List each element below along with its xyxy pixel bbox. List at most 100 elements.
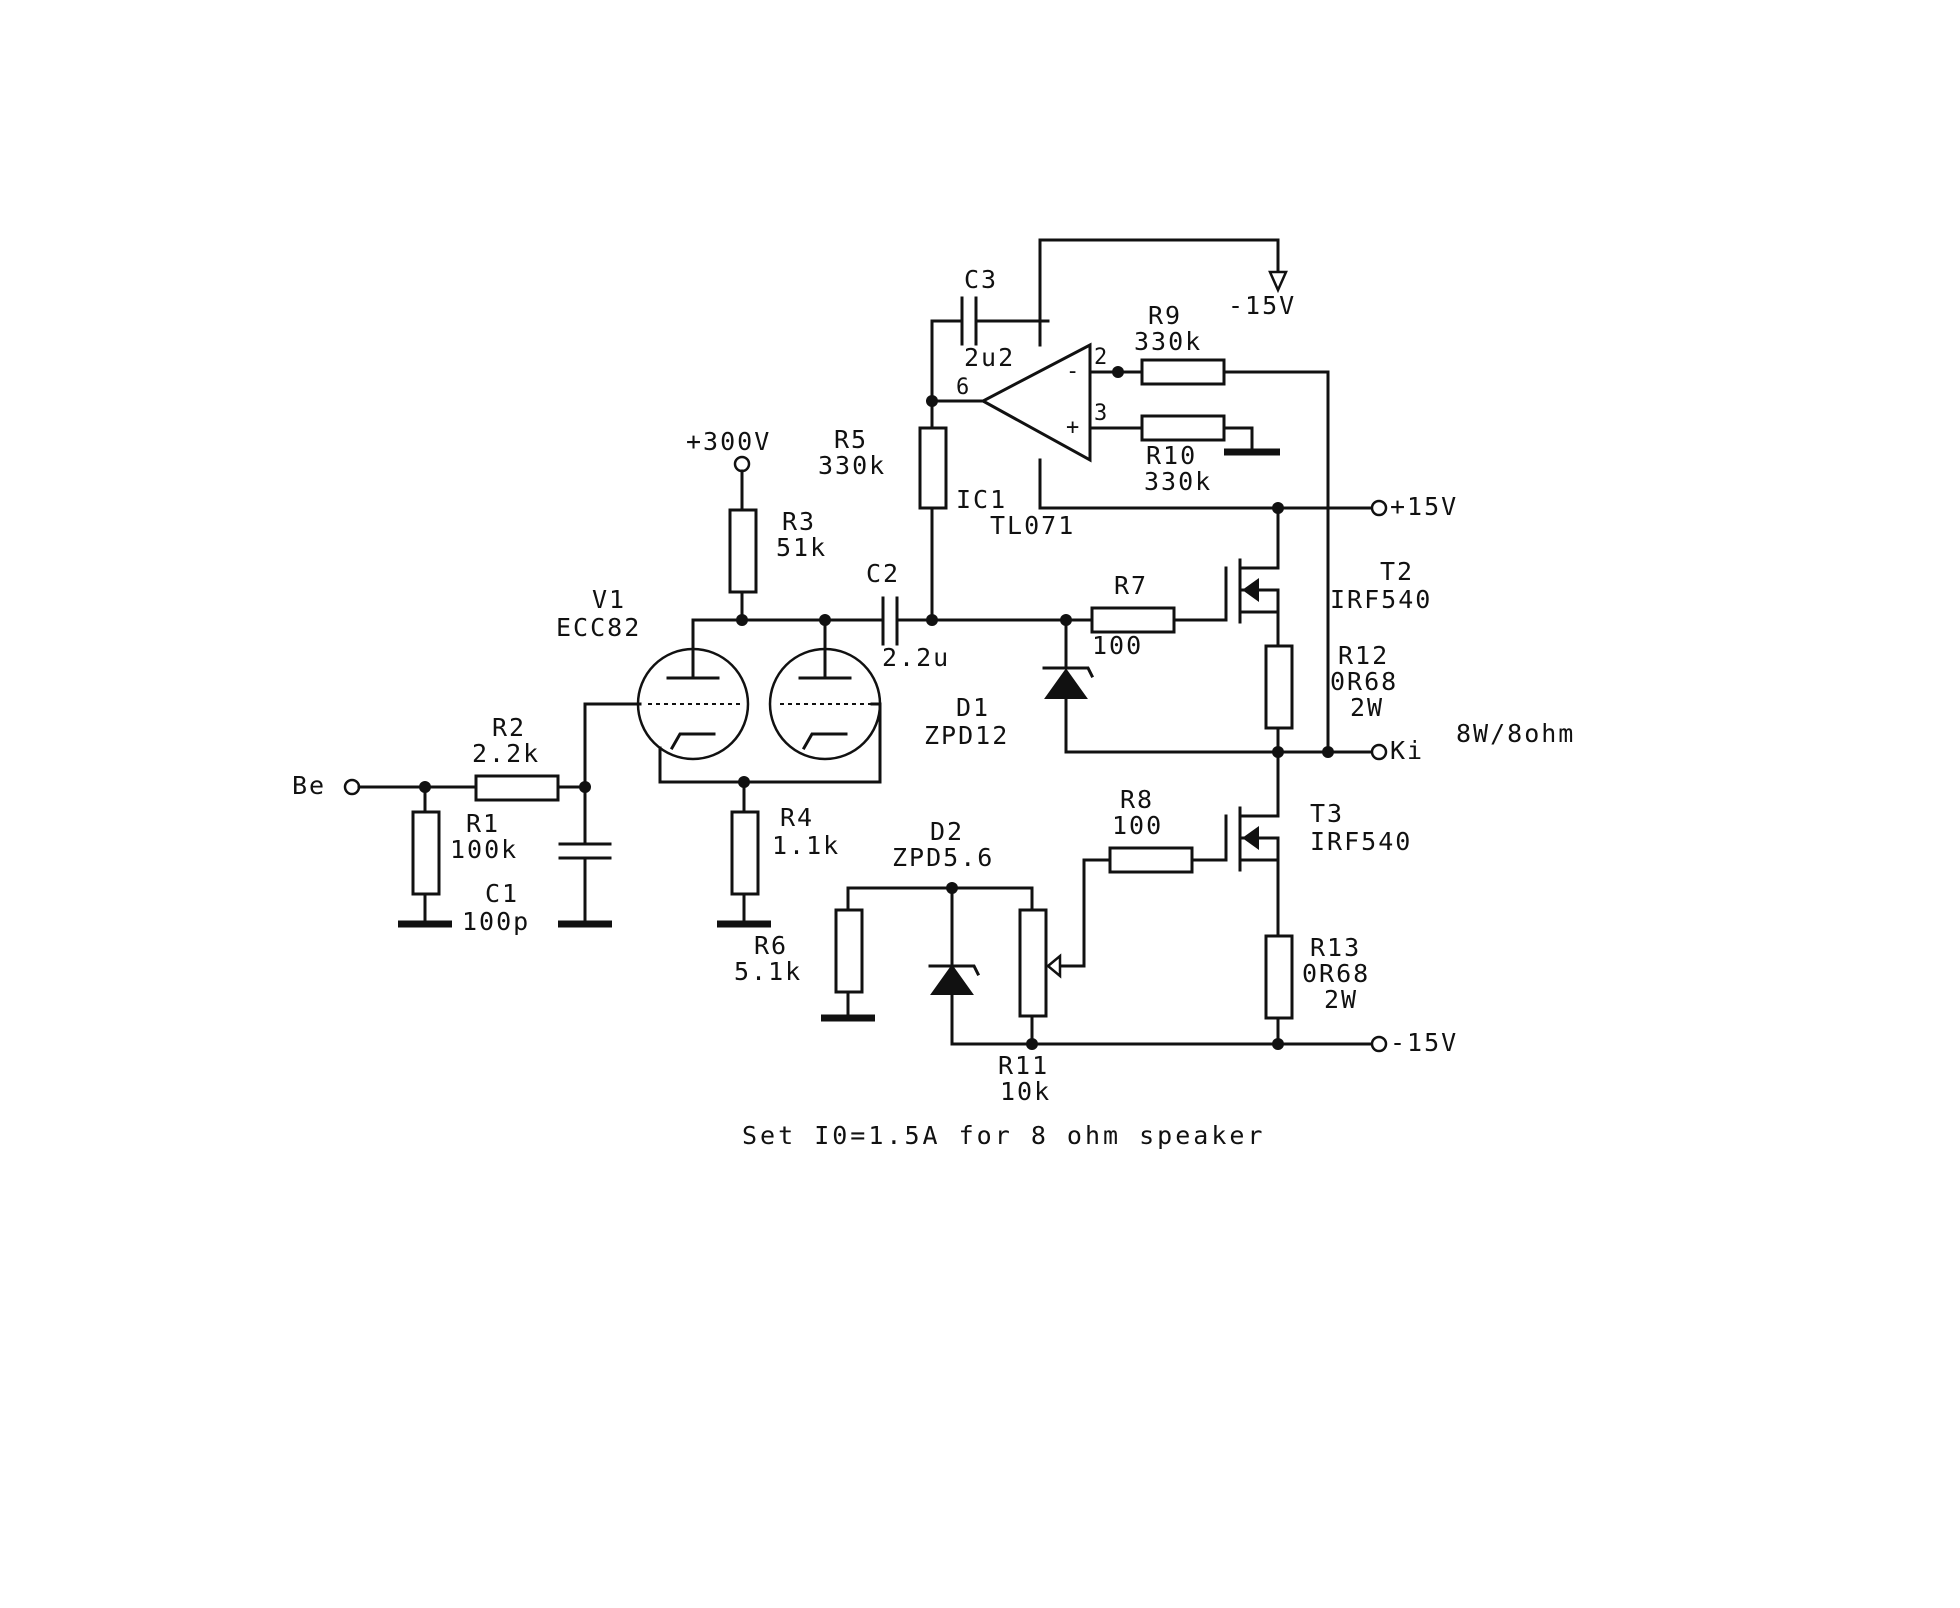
r1-value: 100k <box>450 835 518 864</box>
t3-ref: T3 <box>1310 799 1344 828</box>
r7-value: 100 <box>1092 631 1143 660</box>
r6-value: 5.1k <box>734 957 802 986</box>
zener-d1 <box>1042 618 1280 754</box>
d2-ref: D2 <box>930 817 964 846</box>
feedback-resistor-r9 <box>1116 358 1330 754</box>
cathode-resistor-r4 <box>717 810 771 928</box>
r11-ref: R11 <box>998 1051 1049 1080</box>
r13-value: 0R68 <box>1302 959 1370 988</box>
junction-dot <box>419 781 431 793</box>
d2-value: ZPD5.6 <box>892 843 994 872</box>
output-terminal[interactable] <box>1370 743 1388 761</box>
resistor-r1 <box>411 810 441 896</box>
plus300-label: +300V <box>686 427 771 456</box>
minus15-top-label: -15V <box>1228 291 1296 320</box>
c3-value: 2u2 <box>964 343 1015 372</box>
r12-value: 0R68 <box>1330 667 1398 696</box>
r2-ref: R2 <box>492 713 526 742</box>
plus300-terminal[interactable] <box>733 455 751 473</box>
c2-value: 2.2u <box>882 643 950 672</box>
pin-3: 3 <box>1094 401 1107 426</box>
c3-ref: C3 <box>964 265 998 294</box>
input-network <box>343 702 642 928</box>
wiper-arrow <box>1046 953 1062 979</box>
r9-ref: R9 <box>1148 301 1182 330</box>
r12-rating: 2W <box>1350 693 1384 722</box>
mosfet-t3 <box>1058 806 1294 1046</box>
mosfet-arrow <box>1242 826 1259 850</box>
r8-ref: R8 <box>1120 785 1154 814</box>
t2-ref: T2 <box>1380 557 1414 586</box>
plate-supply <box>691 455 884 652</box>
r3-value: 51k <box>776 533 827 562</box>
resistor-r2 <box>474 774 560 802</box>
output-node <box>1272 743 1388 810</box>
plus15-rail <box>1272 499 1388 562</box>
potentiometer-r11[interactable] <box>1018 908 1048 1018</box>
junction-dot <box>1026 1038 1038 1050</box>
junction-dot <box>1272 1038 1284 1050</box>
r6-ref: R6 <box>754 931 788 960</box>
pin-2: 2 <box>1094 345 1107 370</box>
resistor-r9 <box>1140 358 1226 386</box>
mosfet-t2 <box>1064 558 1294 754</box>
feedback-resistor-r5 <box>918 395 948 622</box>
d1-value: ZPD12 <box>924 721 1009 750</box>
resistor-r7 <box>1090 606 1176 634</box>
plus-sign: + <box>1066 415 1079 440</box>
pin-6: 6 <box>956 375 969 400</box>
junction-dot <box>738 776 750 788</box>
r13-ref: R13 <box>1310 933 1361 962</box>
r10-ref: R10 <box>1146 441 1197 470</box>
r4-ref: R4 <box>780 803 814 832</box>
r12-ref: R12 <box>1338 641 1389 670</box>
r5-ref: R5 <box>834 425 868 454</box>
output-rating: 8W/8ohm <box>1456 719 1575 748</box>
resistor-r5 <box>918 426 948 510</box>
plus15-terminal[interactable] <box>1370 499 1388 517</box>
r5-value: 330k <box>818 451 886 480</box>
c1-ref: C1 <box>485 879 519 908</box>
c1-value: 100p <box>462 907 530 936</box>
output-label: Ki <box>1390 736 1424 765</box>
r8-value: 100 <box>1112 811 1163 840</box>
resistor-r10-group <box>1140 414 1280 456</box>
junction-dot <box>946 882 958 894</box>
d1-ref: D1 <box>956 693 990 722</box>
r2-value: 2.2k <box>472 739 540 768</box>
minus-sign: - <box>1066 359 1079 384</box>
v1-ref: V1 <box>592 585 626 614</box>
tube-v1 <box>636 618 882 814</box>
r3-ref: R3 <box>782 507 816 536</box>
resistor-r6 <box>834 908 864 994</box>
r10-value: 330k <box>1144 467 1212 496</box>
r13-rating: 2W <box>1324 985 1358 1014</box>
v1-value: ECC82 <box>556 613 641 642</box>
minus15-bottom-label: -15V <box>1390 1028 1458 1057</box>
ic1-ref: IC1 <box>956 485 1007 514</box>
c2-ref: C2 <box>866 559 900 588</box>
plus15-label: +15V <box>1390 492 1458 521</box>
input-terminal[interactable] <box>343 778 361 796</box>
input-label: Be <box>292 771 326 800</box>
bias-network <box>821 882 1388 1053</box>
resistor-r8 <box>1108 846 1194 874</box>
resistor-r13 <box>1264 934 1294 1020</box>
r7-ref: R7 <box>1114 571 1148 600</box>
coupling-capacitor-c2 <box>881 596 1072 646</box>
r11-value: 10k <box>1000 1077 1051 1106</box>
resistor-r4 <box>730 810 760 896</box>
r1-ref: R1 <box>466 809 500 838</box>
diode-body <box>930 964 974 995</box>
labels: Be R2 2.2k R1 100k C1 100p V1 ECC82 +300… <box>292 265 1575 1150</box>
r9-value: 330k <box>1134 327 1202 356</box>
t2-value: IRF540 <box>1330 585 1432 614</box>
ic1-value: TL071 <box>990 511 1075 540</box>
mosfet-arrow <box>1242 578 1259 602</box>
resistor-r12 <box>1264 644 1294 730</box>
minus15-terminal[interactable] <box>1370 1035 1388 1053</box>
junction-dot <box>579 781 591 793</box>
r4-value: 1.1k <box>772 831 840 860</box>
junction-dot <box>736 614 748 626</box>
